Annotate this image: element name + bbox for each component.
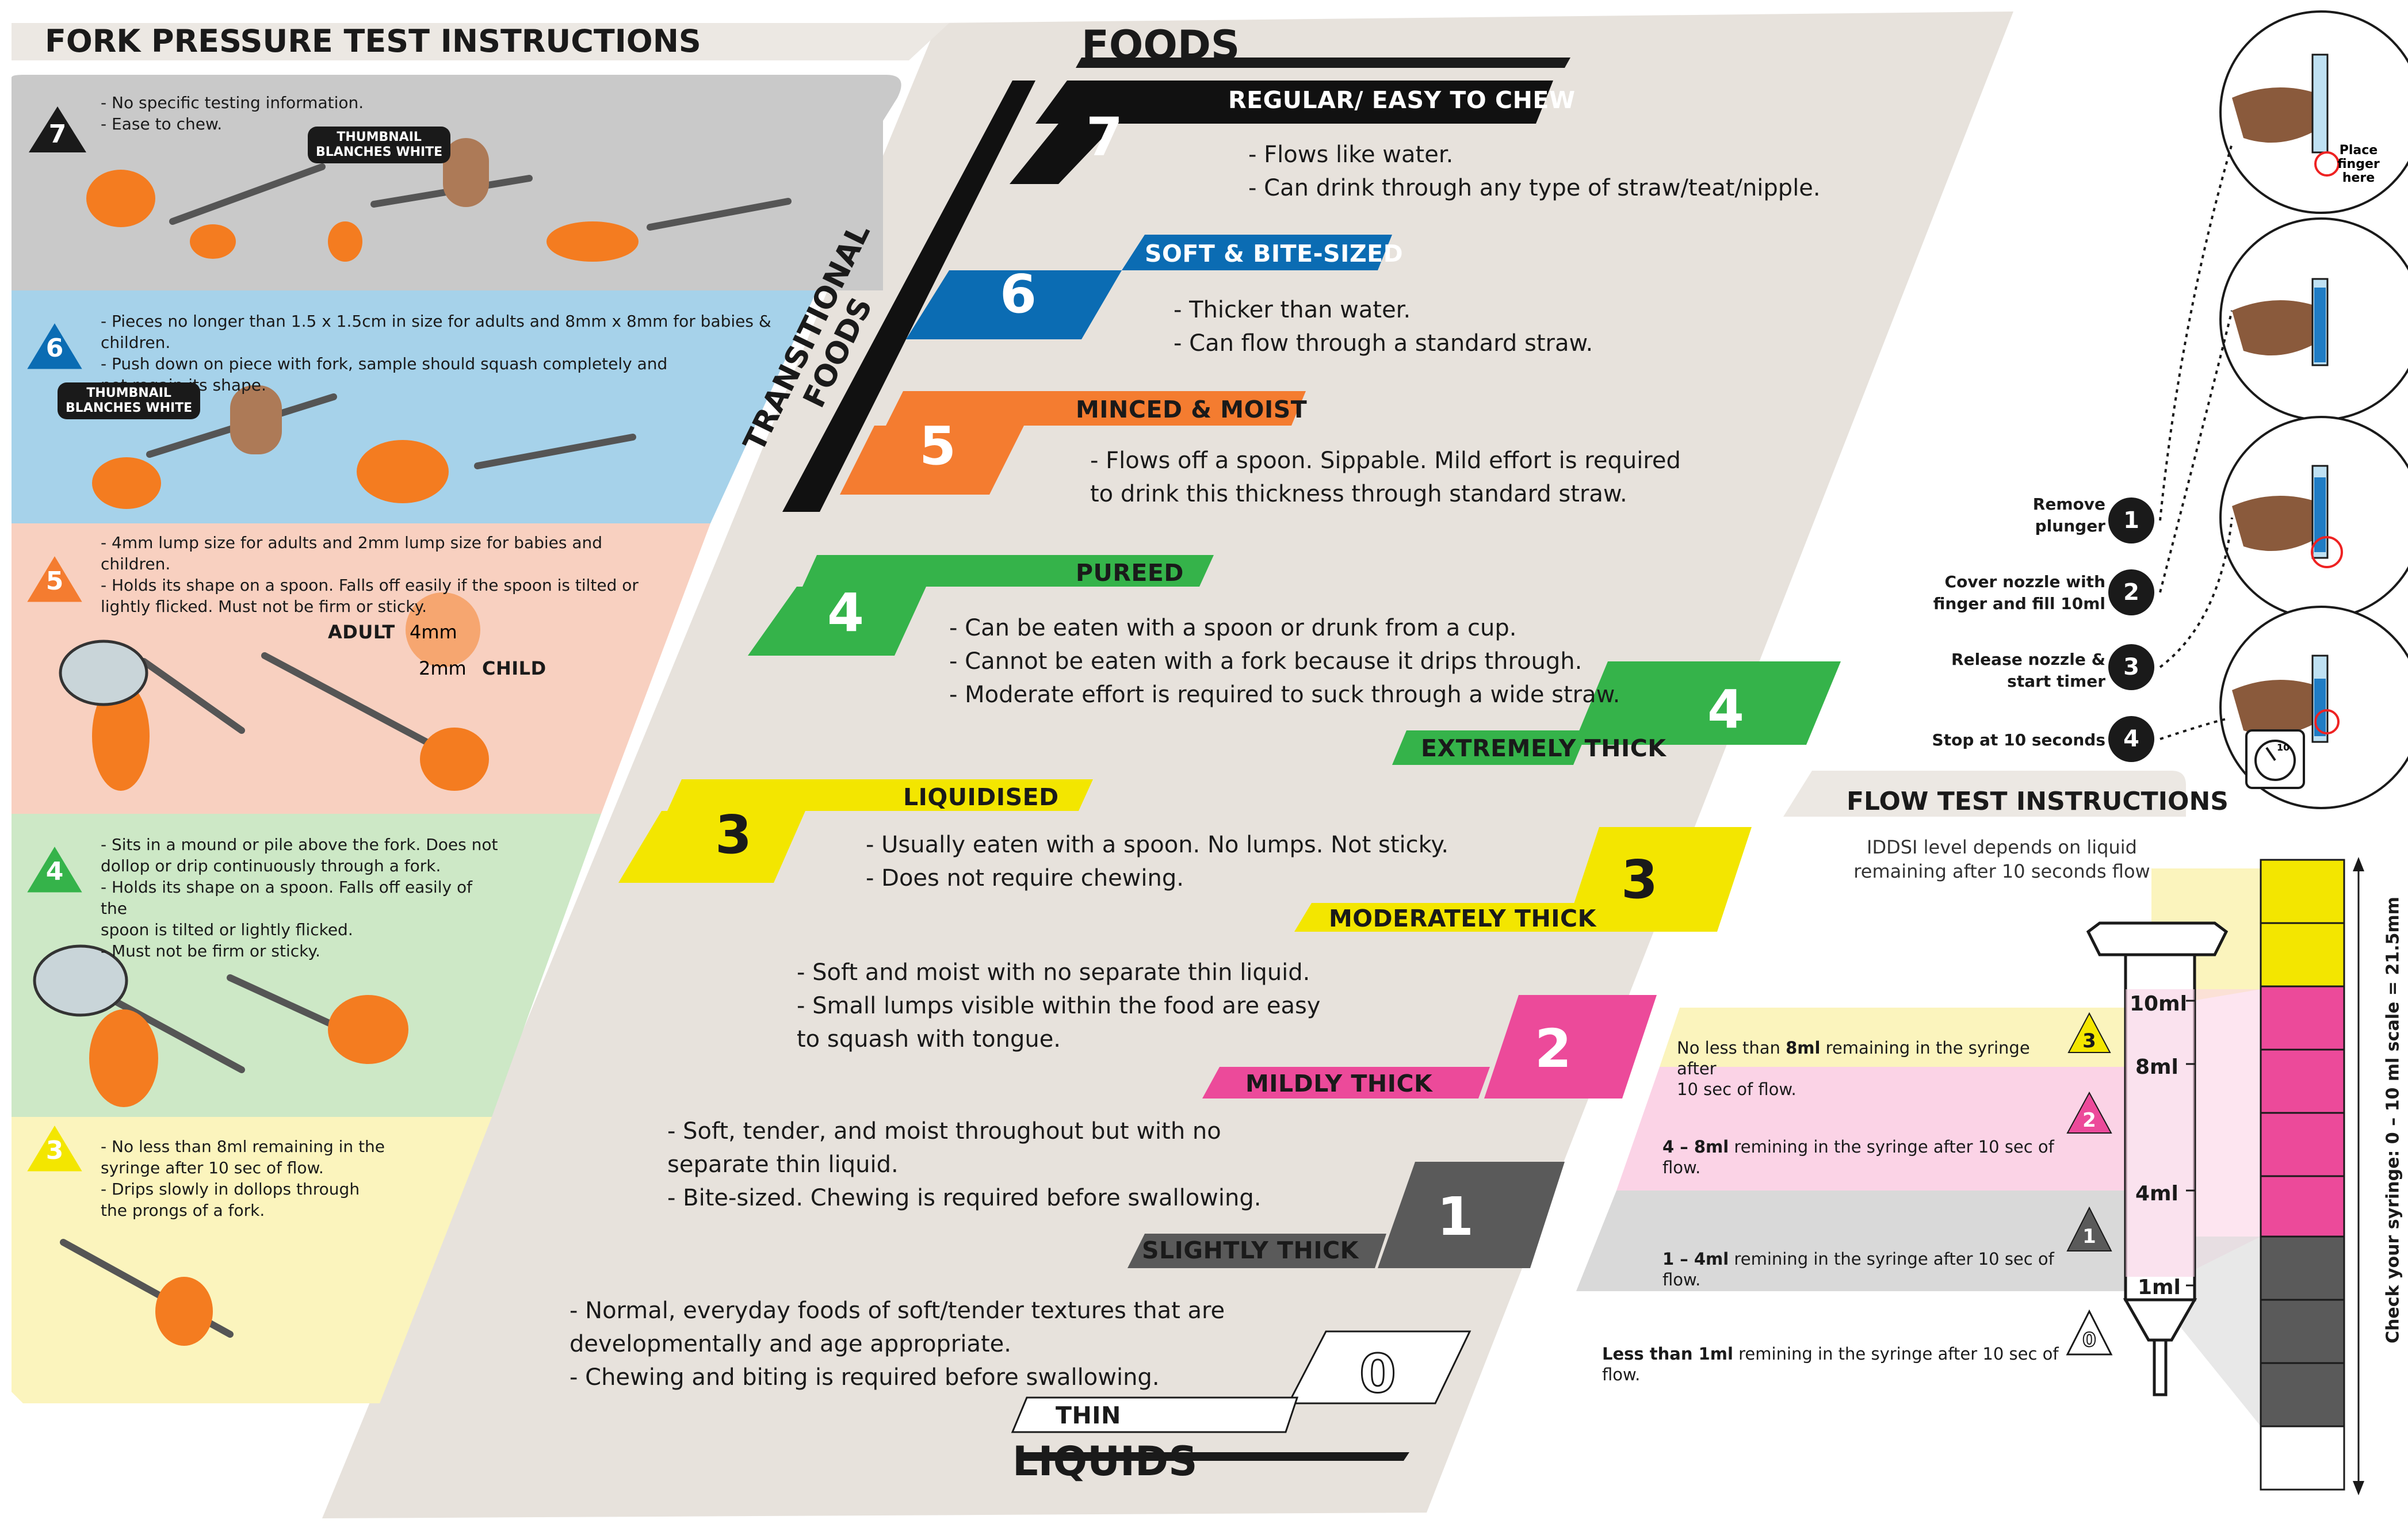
food-7-desc: - Flows like water. - Can drink through …	[1248, 141, 1821, 201]
fork-level-4-text: - Sits in a mound or pile above the fork…	[101, 835, 498, 960]
food-5-label: MINCED & MOIST	[1076, 396, 1308, 423]
food-6-number: 6	[999, 263, 1037, 325]
syringe-mark-4ml: 4ml	[2135, 1182, 2178, 1205]
fork-test-title: FORK PRESSURE TEST INSTRUCTIONS	[45, 23, 701, 59]
liquid-0-label: THIN	[1056, 1402, 1121, 1429]
flow-step-2-label: Cover nozzle with finger and fill 10ml	[1933, 572, 2105, 613]
flow-step-1-number: 1	[2108, 497, 2154, 543]
liquid-4-label: EXTREMELY THICK	[1421, 734, 1667, 762]
food-regular-desc: - Normal, everyday foods of soft/tender …	[569, 1297, 1225, 1391]
flow-step-4-number: 4	[2108, 716, 2154, 762]
food-5-desc: - Flows off a spoon. Sippable. Mild effo…	[1090, 447, 1681, 507]
flow-step-3-label: Release nozzle & start timer	[1951, 650, 2105, 691]
liquid-3-label: MODERATELY THICK	[1329, 905, 1596, 932]
syringe-mark-1ml: 1ml	[2138, 1276, 2181, 1299]
flow-step-3-number: 3	[2108, 644, 2154, 690]
flow-result-0-badge: 0	[2082, 1328, 2097, 1352]
liquid-2-number: 2	[1534, 1018, 1572, 1080]
fork-level-7-badge: 7	[48, 120, 67, 149]
syringe-mark-8ml: 8ml	[2135, 1055, 2178, 1079]
flow-result-3: No less than 8ml remaining in the syring…	[1677, 1038, 2030, 1099]
fork-level-5-badge: 5	[45, 567, 64, 596]
fork-level-6-text: - Pieces no longer than 1.5 x 1.5cm in s…	[101, 312, 771, 395]
liquid-2-label: MILDLY THICK	[1245, 1070, 1433, 1097]
size-4mm: 4mm	[410, 621, 457, 643]
food-3-desc: - Usually eaten with a spoon. No lumps. …	[866, 832, 1449, 891]
food-4-desc: - Can be eaten with a spoon or drunk fro…	[949, 615, 1620, 708]
flow-step-2-number: 2	[2108, 569, 2154, 615]
fork-level-4-badge: 4	[45, 857, 64, 886]
fork-level-3-text: - No less than 8ml remaining in the syri…	[101, 1137, 385, 1220]
food-4-label: PUREED	[1076, 559, 1184, 587]
flow-result-0: Less than 1ml remining in the syringe af…	[1602, 1344, 2059, 1384]
flow-result-1-badge: 1	[2082, 1225, 2096, 1248]
flow-step-1-label: Remove plunger	[2032, 495, 2105, 535]
liquids-title: LIQUIDS	[1012, 1438, 1198, 1485]
liquid-4-number: 4	[1707, 679, 1744, 740]
fork-level-7-text: - No specific testing information. - Eas…	[101, 93, 364, 133]
flow-result-3-badge: 3	[2082, 1029, 2096, 1052]
flow-test-subtitle: IDDSI level depends on liquid remaining …	[1853, 836, 2150, 882]
place-finger-label: Place finger here	[2337, 143, 2380, 185]
food-7-label: REGULAR/ EASY TO CHEW	[1228, 86, 1576, 114]
syringe-graphic	[2086, 921, 2229, 1396]
liquid-1-number: 1	[1436, 1186, 1474, 1247]
flow-result-2: 4 – 8ml remining in the syringe after 10…	[1662, 1137, 2054, 1177]
flow-test-title: FLOW TEST INSTRUCTIONS	[1847, 787, 2229, 816]
syringe-mark-10ml: 10ml	[2130, 992, 2187, 1016]
size-2mm: 2mm	[419, 657, 467, 679]
foods-title: FOODS	[1081, 22, 1240, 69]
fork-level-5-text: - 4mm lump size for adults and 2mm lump …	[101, 533, 639, 616]
food-7-number: 7	[1085, 106, 1123, 168]
thumbnail-label-7: THUMBNAIL BLANCHES WHITE	[308, 127, 451, 163]
fork-level-6-badge: 6	[45, 334, 64, 363]
timer-value: 10	[2277, 742, 2290, 753]
flow-result-1: 1 – 4ml remining in the syringe after 10…	[1662, 1249, 2054, 1289]
flow-step-4-label: Stop at 10 seconds	[1932, 730, 2105, 749]
liquid-1-label: SLIGHTLY THICK	[1142, 1237, 1359, 1264]
child-label: CHILD	[482, 657, 546, 679]
liquid-3-number: 3	[1620, 849, 1658, 910]
liquid-0-number: 0	[1358, 1342, 1397, 1406]
food-minced-desc: - Soft and moist with no separate thin l…	[797, 959, 1321, 1052]
food-3-number: 3	[714, 804, 752, 866]
food-6-label: SOFT & BITE-SIZED	[1145, 240, 1404, 267]
food-4-number: 4	[827, 582, 864, 644]
food-soft-desc: - Soft, tender, and moist throughout but…	[667, 1118, 1262, 1211]
fork-level-3-badge: 3	[45, 1136, 64, 1165]
food-5-number: 5	[919, 415, 956, 477]
food-6-desc: - Thicker than water. - Can flow through…	[1174, 297, 1593, 357]
adult-label: ADULT	[328, 621, 395, 643]
flow-result-2-badge: 2	[2082, 1109, 2096, 1132]
thumbnail-label-6: THUMBNAIL BLANCHES WHITE	[58, 382, 201, 419]
food-3-label: LIQUIDISED	[903, 783, 1059, 811]
syringe-scale-label: Check your syringe: 0 – 10 ml scale = 21…	[2383, 897, 2403, 1344]
